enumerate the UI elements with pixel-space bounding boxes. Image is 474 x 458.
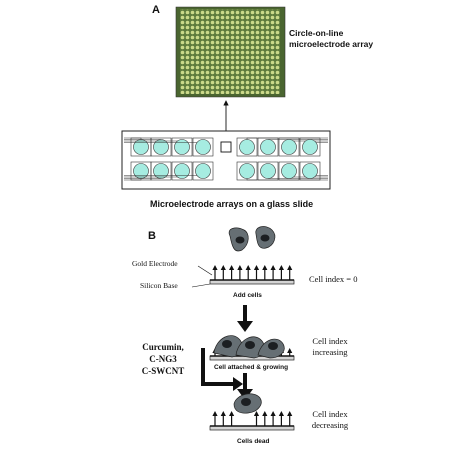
- current-arrow-head: [212, 265, 218, 270]
- add-cells-caption: Add cells: [233, 292, 262, 299]
- electrode-pad: [239, 139, 255, 155]
- electrode-well: [171, 137, 193, 157]
- treatment-arrow-head: [233, 377, 243, 391]
- silicon-base-label: Silicon Base: [140, 281, 178, 290]
- current-arrow-head: [229, 265, 235, 270]
- slide-caption: Microelectrode arrays on a glass slide: [150, 199, 314, 209]
- electrode-well: [257, 137, 279, 157]
- electrode-pad: [153, 163, 169, 179]
- cell-index-decreasing-line1: Cell index: [312, 409, 348, 419]
- electrode-pad: [260, 139, 276, 155]
- microelectrode-chip-zoom: [175, 6, 286, 98]
- electrode-well: [236, 161, 258, 181]
- zoom-highlight-box: [220, 141, 232, 153]
- current-arrow-head: [220, 265, 226, 270]
- current-arrow-head: [237, 265, 243, 270]
- current-arrow-head: [220, 411, 226, 416]
- attached-caption: Cell attached & growing: [214, 364, 289, 371]
- cell-index-increasing-line2: increasing: [312, 347, 348, 357]
- current-arrow-head: [278, 411, 284, 416]
- electrode-pad: [281, 139, 297, 155]
- electrode-well: [192, 137, 214, 157]
- treatment-line2: C-NG3: [149, 354, 177, 364]
- gold-electrode-leader: [197, 265, 213, 276]
- electrode-well: [299, 137, 321, 157]
- electrode-stage-dead: [209, 411, 295, 431]
- down-arrow-1-head: [237, 321, 253, 332]
- attached-cells: [213, 335, 285, 359]
- electrode-pad: [260, 163, 276, 179]
- treatment-arrow: [201, 348, 236, 386]
- electrode-pad: [195, 139, 211, 155]
- current-arrow-head: [278, 265, 284, 270]
- silicon-base-leader: [191, 283, 211, 288]
- electrode-pad: [153, 139, 169, 155]
- electrode-well: [171, 161, 193, 181]
- dead-cells: [233, 393, 262, 414]
- current-arrow-head: [245, 265, 251, 270]
- glass-slide: [121, 130, 331, 190]
- electrode-pad: [174, 163, 190, 179]
- cell-index-decreasing-label: Cell index decreasing: [300, 409, 360, 431]
- electrode-pad: [174, 139, 190, 155]
- cell-index-zero-label: Cell index = 0: [309, 274, 358, 284]
- array-label-line1: Circle-on-line: [289, 28, 344, 38]
- electrode-well: [236, 137, 258, 157]
- cell-index-decreasing-line2: decreasing: [311, 420, 349, 430]
- electrode-pad: [239, 163, 255, 179]
- array-label-line2: microelectrode array: [289, 39, 374, 49]
- treatment-line1: Curcumin,: [142, 342, 184, 352]
- current-arrow-head: [253, 411, 260, 416]
- electrode-well: [299, 161, 321, 181]
- current-arrow-head: [262, 411, 268, 416]
- current-arrow-head: [287, 348, 293, 353]
- treatment-line3: C-SWCNT: [141, 366, 185, 376]
- cell-index-increasing-label: Cell index increasing: [300, 336, 360, 358]
- panel-b-letter: B: [148, 230, 156, 242]
- electrode-well: [192, 161, 214, 181]
- electrode-well: [150, 161, 172, 181]
- current-arrow-head: [253, 265, 260, 270]
- current-arrow-head: [270, 265, 276, 270]
- electrode-well: [278, 161, 300, 181]
- electrode-stage-initial: [209, 265, 295, 285]
- electrode-well: [150, 137, 172, 157]
- electrode-pad: [302, 163, 318, 179]
- current-arrow-head: [262, 265, 268, 270]
- electrode-well: [257, 161, 279, 181]
- electrode-pad: [281, 163, 297, 179]
- panel-a-letter: A: [152, 4, 160, 16]
- dead-caption: Cells dead: [237, 438, 270, 445]
- array-label: Circle-on-line microelectrode array: [289, 28, 373, 50]
- cell-index-increasing-line1: Cell index: [312, 336, 348, 346]
- current-arrow-head: [212, 411, 218, 416]
- electrode-pad: [133, 163, 149, 179]
- current-arrow-head: [229, 411, 235, 416]
- treatment-label: Curcumin, C-NG3 C-SWCNT: [138, 341, 188, 377]
- current-arrow-head: [270, 411, 276, 416]
- current-arrow-head: [287, 411, 293, 416]
- electrode-well: [278, 137, 300, 157]
- electrode-pad: [195, 163, 211, 179]
- electrode-pad: [133, 139, 149, 155]
- current-arrow-head: [287, 265, 293, 270]
- gold-electrode-label: Gold Electrode: [132, 259, 178, 268]
- electrode-pad: [302, 139, 318, 155]
- free-cells: [228, 226, 276, 252]
